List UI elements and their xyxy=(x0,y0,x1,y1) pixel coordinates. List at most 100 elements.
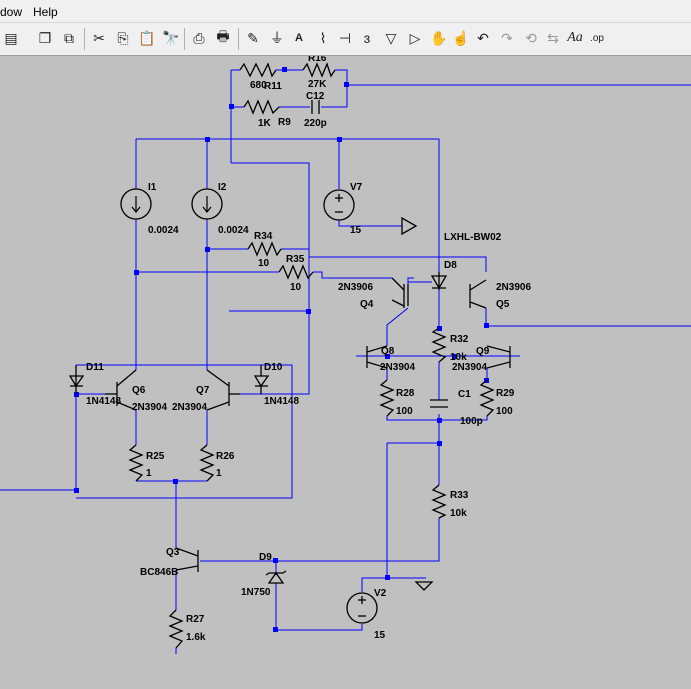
label-R26: R26 xyxy=(216,451,235,462)
label-V2-val: 15 xyxy=(374,630,386,641)
zener-D9 xyxy=(267,571,285,584)
component-labels: 680 R11 R16 27K C12 1K R9 220p I1 0.0024… xyxy=(86,56,531,643)
resistor-R16 xyxy=(302,62,336,78)
resistor-R27 xyxy=(168,609,184,649)
text-icon[interactable]: Aa xyxy=(567,30,583,45)
label-R9-val: 1K xyxy=(258,118,272,129)
copy-icon[interactable]: ⎘ xyxy=(117,29,129,46)
capacitor-C1 xyxy=(430,399,448,408)
diode-icon[interactable]: ▽ xyxy=(385,29,397,46)
label-D10: D10 xyxy=(264,362,283,373)
resistor-R11 xyxy=(239,62,277,78)
label-R28: R28 xyxy=(396,388,415,399)
menu-bar: dow Help xyxy=(0,0,691,23)
label-Q8: Q8 xyxy=(381,346,395,357)
label-R29: R29 xyxy=(496,388,515,399)
label-Q9-model: 2N3904 xyxy=(452,362,487,373)
label-D10-model: 1N4148 xyxy=(264,396,299,407)
label-V7: V7 xyxy=(350,182,363,193)
label-I2-val: 0.0024 xyxy=(218,225,249,236)
drag-hand-icon[interactable]: ☝ xyxy=(452,29,470,46)
toolbar: ▤ ❐ ⧉ ✂ ⎘ 📋 🔭 ⎙ 🖶 ✎ ⏚ A ⌇ ⊣ ɜ ▽ ▷ ✋ ☝ ↶ … xyxy=(0,23,691,56)
wires xyxy=(0,69,691,654)
label-R32: R32 xyxy=(450,334,469,345)
paste-icon[interactable]: 📋 xyxy=(138,29,156,46)
spice-directive-icon[interactable]: .op xyxy=(590,32,604,44)
label-Q6-model: 2N3904 xyxy=(132,402,167,413)
label-I1: I1 xyxy=(148,182,157,193)
mirror-icon[interactable]: ⇆ xyxy=(547,29,559,46)
ground-icon[interactable]: ⏚ xyxy=(270,30,284,46)
label-Q5-model: 2N3906 xyxy=(496,282,531,293)
print-setup-icon[interactable]: ⎙ xyxy=(193,29,205,46)
label-R35: R35 xyxy=(286,254,305,265)
ground-symbol xyxy=(401,216,418,236)
label-R25: R25 xyxy=(146,451,165,462)
label-Q4: Q4 xyxy=(360,299,374,310)
resistor-R35 xyxy=(278,264,314,280)
label-Q3: Q3 xyxy=(166,547,180,558)
label-C1-val: 100p xyxy=(460,416,483,427)
diode-D10 xyxy=(253,375,270,388)
label-D8: D8 xyxy=(444,260,457,271)
resistor-R25 xyxy=(128,444,144,482)
label-R11-val: 680 xyxy=(250,80,267,91)
label-Q8-model: 2N3904 xyxy=(380,362,415,373)
resistor-icon[interactable]: ⌇ xyxy=(319,29,327,46)
label-R27: R27 xyxy=(186,614,205,625)
label-C12-val: 220p xyxy=(304,118,327,129)
label-I1-val: 0.0024 xyxy=(148,225,179,236)
label-R25-val: 1 xyxy=(146,468,152,479)
capacitor-icon[interactable]: ⊣ xyxy=(338,29,352,46)
label-Q4-model: 2N3906 xyxy=(338,282,373,293)
cut-icon[interactable]: ✂ xyxy=(93,29,105,46)
cascade-windows-icon[interactable]: ❐ xyxy=(38,29,52,46)
voltage-source-V2 xyxy=(346,592,378,624)
label-Q5: Q5 xyxy=(496,299,510,310)
draw-wire-icon[interactable]: ✎ xyxy=(247,29,259,46)
toolbar-separator xyxy=(184,28,185,50)
current-source-I2 xyxy=(191,188,223,220)
label-R16: R16 xyxy=(308,56,327,64)
label-R32-val: 10k xyxy=(450,352,467,363)
label-Q6: Q6 xyxy=(132,385,146,396)
label-R9: R9 xyxy=(278,117,291,128)
move-hand-icon[interactable]: ✋ xyxy=(430,29,448,46)
print-icon[interactable]: 🖶 xyxy=(216,28,230,44)
label-C12: C12 xyxy=(306,91,325,102)
toolbar-separator xyxy=(238,28,239,50)
component-icon[interactable]: ▷ xyxy=(409,29,421,46)
label-R29-val: 100 xyxy=(496,406,513,417)
menu-help[interactable]: Help xyxy=(33,5,58,19)
resistor-R9 xyxy=(243,99,280,115)
label-D9: D9 xyxy=(259,552,272,563)
menu-window[interactable]: dow xyxy=(0,5,23,19)
inductor-icon[interactable]: ɜ xyxy=(363,30,371,46)
tile-windows-icon[interactable]: ▤ xyxy=(4,29,18,46)
label-R11: R11 xyxy=(264,81,282,92)
label-I2: I2 xyxy=(218,182,227,193)
rotate-icon[interactable]: ⟲ xyxy=(525,29,537,46)
resistor-R33 xyxy=(431,484,447,519)
resistor-R34 xyxy=(247,241,282,257)
redo-icon[interactable]: ↷ xyxy=(501,29,513,46)
label-D11: D11 xyxy=(86,362,104,373)
resistor-R26 xyxy=(199,444,215,482)
label-R33-val: 10k xyxy=(450,508,467,519)
undo-icon[interactable]: ↶ xyxy=(477,29,489,46)
capacitor-C12 xyxy=(311,100,320,114)
current-source-I1 xyxy=(120,188,152,220)
schematic-canvas[interactable]: 680 R11 R16 27K C12 1K R9 220p I1 0.0024… xyxy=(0,56,691,689)
label-R26-val: 1 xyxy=(216,468,222,479)
label-C1: C1 xyxy=(458,389,471,400)
find-icon[interactable]: 🔭 xyxy=(162,29,180,46)
label-Q9: Q9 xyxy=(476,346,490,357)
label-D11-model: 1N4148 xyxy=(86,396,121,407)
voltage-source-V7 xyxy=(323,189,355,221)
close-windows-icon[interactable]: ⧉ xyxy=(64,29,74,46)
toolbar-separator xyxy=(84,28,85,50)
label-V2: V2 xyxy=(374,588,387,599)
label-R34-val: 10 xyxy=(258,258,270,269)
ground-symbol xyxy=(414,581,434,591)
label-net-icon[interactable]: A xyxy=(295,32,303,44)
